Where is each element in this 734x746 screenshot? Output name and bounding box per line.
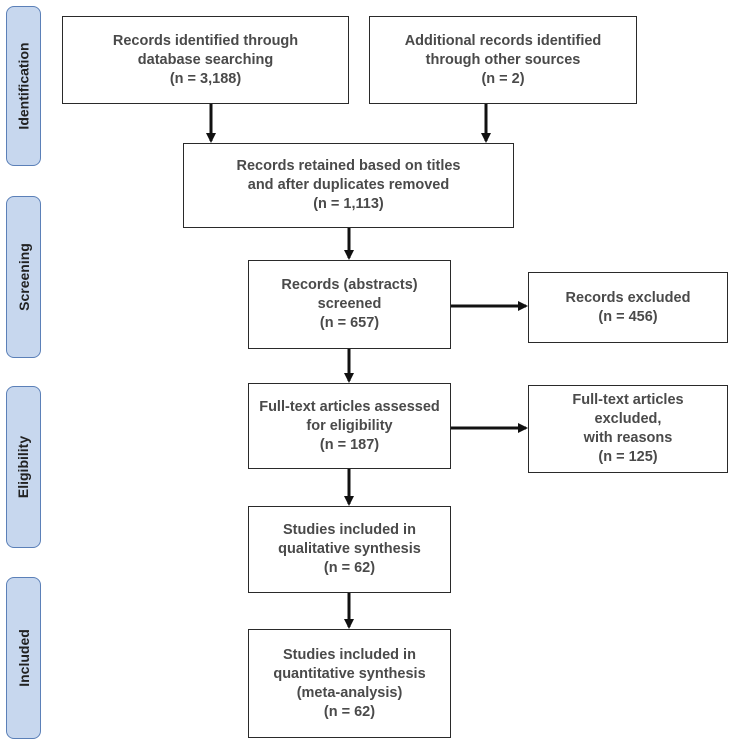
box-line: Records retained based on titles [236, 158, 461, 174]
stage-label-included: Included [6, 577, 41, 739]
box-line: (meta-analysis) [296, 684, 403, 701]
stage-label-identification-text: Identification [15, 42, 32, 130]
box-line: Records excluded [565, 289, 691, 306]
stage-label-eligibility-text: Eligibility [15, 435, 32, 499]
box-line: through other sources [425, 51, 581, 68]
stage-label-screening: Screening [6, 196, 41, 358]
box-quantitative-synthesis: Studies included in quantitative synthes… [248, 629, 451, 738]
box-line: Additional records identified [404, 32, 602, 49]
box-line: Studies included in [283, 646, 416, 663]
box-line: Full-text articles assessed [259, 398, 440, 415]
box-line: (n = 1,113) [313, 196, 384, 212]
box-line: qualitative synthesis [278, 541, 421, 557]
box-line: (n = 187) [319, 436, 380, 453]
box-line: Studies included in [283, 522, 416, 538]
box-qualitative-synthesis: Studies included in qualitative synthesi… [248, 506, 451, 593]
box-line: quantitative synthesis [273, 665, 426, 682]
box-fulltext-assessed: Full-text articles assessed for eligibil… [248, 383, 451, 469]
box-line: with reasons [583, 430, 673, 446]
stage-label-screening-text: Screening [15, 243, 32, 311]
box-line: Records (abstracts) [281, 277, 418, 293]
box-line: screened [317, 296, 382, 312]
box-line: (n = 3,188) [169, 70, 242, 87]
box-fulltext-excluded: Full-text articles excluded, with reason… [528, 385, 728, 473]
box-other-sources: Additional records identified through ot… [369, 16, 637, 104]
box-records-excluded: Records excluded (n = 456) [528, 272, 728, 343]
box-line: and after duplicates removed [247, 177, 450, 193]
stage-label-identification: Identification [6, 6, 41, 166]
stage-label-eligibility: Eligibility [6, 386, 41, 548]
box-line: (n = 62) [323, 703, 376, 720]
box-line: database searching [137, 51, 274, 68]
stage-label-included-text: Included [15, 629, 32, 687]
box-line: (n = 657) [319, 315, 380, 331]
box-line: Records identified through [112, 32, 299, 49]
box-records-screened: Records (abstracts) screened (n = 657) [248, 260, 451, 349]
box-line: (n = 2) [481, 70, 525, 87]
box-line: (n = 125) [598, 449, 658, 465]
box-line: Full-text articles excluded, [572, 392, 684, 427]
box-line: (n = 456) [598, 308, 658, 325]
box-line: (n = 62) [323, 560, 376, 576]
box-records-retained: Records retained based on titles and aft… [183, 143, 514, 228]
box-database-searching: Records identified through database sear… [62, 16, 349, 104]
box-line: for eligibility [306, 417, 393, 434]
